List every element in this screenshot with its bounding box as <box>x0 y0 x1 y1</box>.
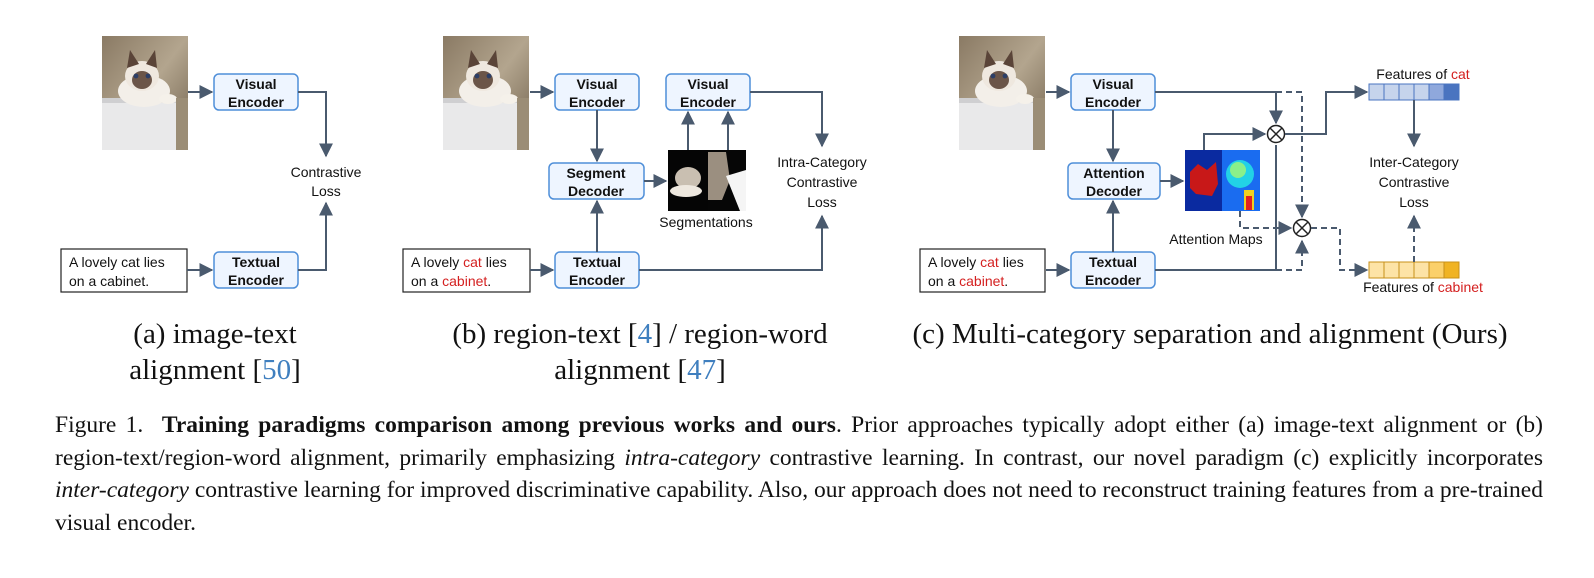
visual-encoder-a: Visual Encoder <box>213 73 299 111</box>
subcaption-a: (a) image-text alignment [50] <box>129 318 301 386</box>
visual-encoder-c: Visual Encoder <box>1070 73 1156 111</box>
svg-text:A lovely cat lies: A lovely cat lies <box>928 254 1024 270</box>
panel-b: Visual Encoder Segment Decoder Textual E… <box>402 36 867 293</box>
svg-text:on a cabinet.: on a cabinet. <box>411 273 491 289</box>
svg-text:Encoder: Encoder <box>1085 272 1142 288</box>
multiply-circle-icon <box>1292 218 1312 238</box>
svg-text:Encoder: Encoder <box>228 94 285 110</box>
visual-encoder-b2: Visual Encoder <box>665 73 751 111</box>
caption-bold: Training paradigms comparison among prev… <box>161 412 836 438</box>
visual-encoder-b1: Visual Encoder <box>554 73 640 111</box>
svg-text:Textual: Textual <box>1089 254 1137 270</box>
arrows-a <box>187 85 333 277</box>
text-input-a: A lovely cat lies on a cabinet. <box>60 248 188 293</box>
svg-text:Visual: Visual <box>688 76 729 92</box>
figure-caption: Figure 1. Training paradigms comparison … <box>55 412 1543 536</box>
svg-text:Contrastive: Contrastive <box>787 174 858 190</box>
textual-encoder-b: Textual Encoder <box>554 251 640 289</box>
svg-text:Decoder: Decoder <box>1086 183 1143 199</box>
svg-text:A lovely cat lies: A lovely cat lies <box>411 254 507 270</box>
subcaption-c: (c) Multi-category separation and alignm… <box>912 318 1508 350</box>
svg-text:Encoder: Encoder <box>569 272 626 288</box>
attention-maps-label: Attention Maps <box>1169 231 1262 247</box>
cat-photo-b <box>443 36 529 150</box>
svg-text:Encoder: Encoder <box>680 94 737 110</box>
svg-text:Loss: Loss <box>311 183 341 199</box>
segment-decoder-b: Segment Decoder <box>548 162 645 200</box>
caption-italic-intra: intra-category <box>624 444 761 471</box>
svg-text:Textual: Textual <box>573 254 621 270</box>
svg-text:Loss: Loss <box>1399 194 1429 210</box>
text-input-b: A lovely cat lies on a cabinet. <box>402 248 531 293</box>
features-cat-label: Features of cat <box>1376 66 1469 82</box>
svg-text:Loss: Loss <box>807 194 837 210</box>
panel-a: Visual Encoder Textual Encoder A lovely … <box>60 36 362 293</box>
svg-text:A lovely cat lies: A lovely cat lies <box>69 254 165 270</box>
svg-text:Segment: Segment <box>566 165 625 181</box>
svg-text:Visual: Visual <box>1093 76 1134 92</box>
loss-label-c: Inter-Category Contrastive Loss <box>1369 154 1458 210</box>
svg-text:Contrastive: Contrastive <box>291 164 362 180</box>
panel-c: Visual Encoder Attention Decoder Textual… <box>919 36 1483 295</box>
svg-text:Attention: Attention <box>1083 165 1144 181</box>
svg-text:on a cabinet.: on a cabinet. <box>928 273 1008 289</box>
svg-text:Decoder: Decoder <box>568 183 625 199</box>
arrows-b <box>530 85 829 277</box>
loss-label-a: Contrastive Loss <box>291 164 362 199</box>
multiply-circle-icon <box>1266 124 1286 144</box>
svg-text:Inter-Category: Inter-Category <box>1369 154 1458 170</box>
diagram-canvas: Visual Encoder Textual Encoder A lovely … <box>60 36 1483 295</box>
svg-text:Encoder: Encoder <box>1085 94 1142 110</box>
segmentation-masks <box>668 150 746 211</box>
cat-photo-c <box>959 36 1045 150</box>
textual-encoder-a: Textual Encoder <box>213 251 299 289</box>
subcaption-b: (b) region-text [4] / region-word alignm… <box>452 318 828 386</box>
caption-label: Figure 1. <box>55 412 144 438</box>
svg-text:Contrastive: Contrastive <box>1379 174 1450 190</box>
svg-text:Encoder: Encoder <box>569 94 626 110</box>
svg-text:Visual: Visual <box>577 76 618 92</box>
caption-italic-inter: inter-category <box>55 477 189 503</box>
segmentations-label: Segmentations <box>659 214 752 230</box>
features-cat-vector <box>1368 83 1460 101</box>
features-cabinet-label: Features of cabinet <box>1363 279 1483 295</box>
svg-text:Textual: Textual <box>232 254 280 270</box>
cat-photo-a <box>102 36 188 150</box>
attention-decoder-c: Attention Decoder <box>1067 162 1161 200</box>
attention-heatmaps <box>1185 150 1260 211</box>
svg-text:Intra-Category: Intra-Category <box>777 154 866 170</box>
svg-text:Encoder: Encoder <box>228 272 285 288</box>
textual-encoder-c: Textual Encoder <box>1070 251 1156 289</box>
loss-label-b: Intra-Category Contrastive Loss <box>777 154 866 210</box>
arrows-c-dashed <box>1239 91 1421 277</box>
svg-text:on a cabinet.: on a cabinet. <box>69 273 149 289</box>
features-cabinet-vector <box>1368 261 1460 279</box>
svg-text:Visual: Visual <box>236 76 277 92</box>
text-input-c: A lovely cat lies on a cabinet. <box>919 248 1046 293</box>
